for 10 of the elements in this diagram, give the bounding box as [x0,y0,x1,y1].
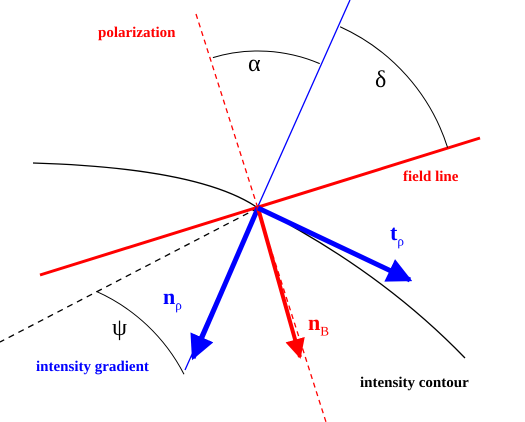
line-label: polarization [98,26,176,41]
line-label: field line [403,170,458,185]
angle-label: δ [375,68,386,92]
vector-label: t$_{ρ}$ [390,222,404,248]
vector-label: n$_{B}$ [308,312,330,338]
vector-label: n$_{ρ}$ [163,286,182,312]
angle-label: α [248,52,261,76]
angle-label: ψ [112,316,128,340]
line-label: intensity contour [360,376,469,391]
line-label: intensity gradient [36,360,149,375]
